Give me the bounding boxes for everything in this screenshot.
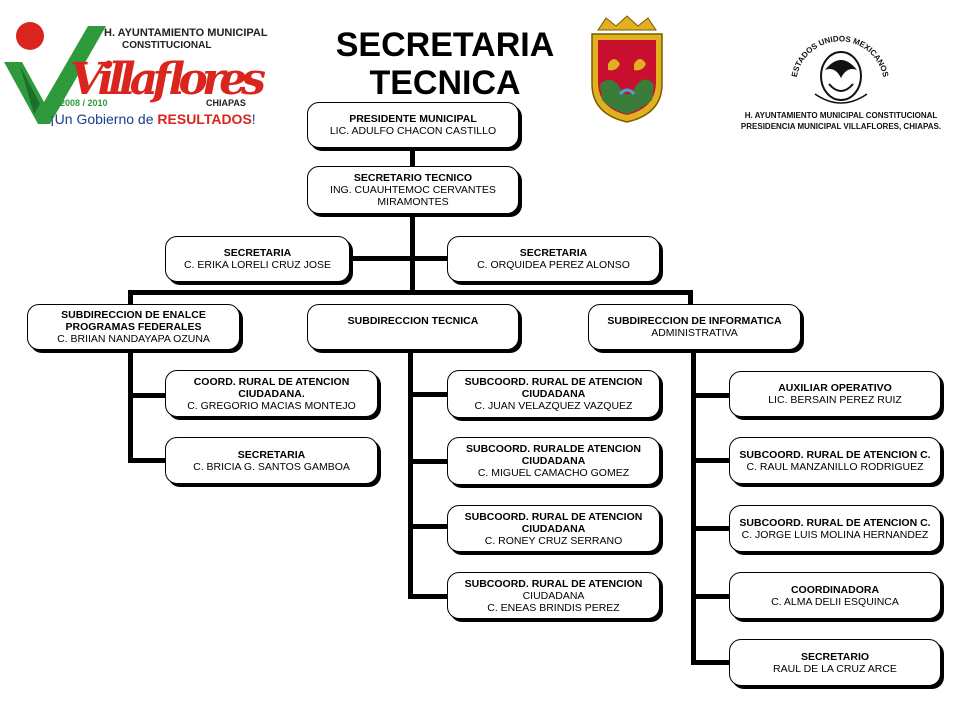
logo-state: CHIAPAS [206, 98, 246, 108]
org-box-secretaria-bricia: SECRETARIA C. BRICIA G. SANTOS GAMBOA [165, 437, 378, 484]
secretaria-bricia-title: SECRETARIA [237, 448, 306, 461]
subcoord-4-name: C. ENEAS BRINDIS PEREZ [487, 601, 620, 614]
coordinadora-name: C. ALMA DELII ESQUINCA [771, 595, 899, 608]
connector-secretario-raul [691, 660, 733, 665]
connector-coord-rural [128, 393, 168, 398]
org-box-subcoord-4: SUBCOORD. RURAL DE ATENCION CIUDADANA C.… [447, 572, 660, 619]
subcoord-4-title-line2: CIUDADANA [522, 589, 585, 602]
connector-tecnica-vertical [408, 350, 413, 598]
subcoord-4-title-line1: SUBCOORD. RURAL DE ATENCION [464, 577, 643, 590]
connector-secretaria-bricia [128, 458, 168, 463]
secretario-title: SECRETARIO TECNICO [353, 172, 473, 184]
municipal-header-line1: H. AYUNTAMIENTO MUNICIPAL CONSTITUCIONAL [744, 111, 938, 120]
org-box-coord-rural: COORD. RURAL DE ATENCION CIUDADANA. C. G… [165, 370, 378, 417]
subcoord-3-name: C. RONEY CRUZ SERRANO [484, 534, 623, 547]
presidente-title: PRESIDENTE MUNICIPAL [349, 113, 477, 125]
sub-enlace-title-line1: SUBDIRECCION DE ENALCE [61, 309, 206, 321]
connector-subcoord-5 [691, 458, 733, 463]
connector-informatica-vertical [691, 350, 696, 665]
org-box-sub-informatica: SUBDIRECCION DE INFORMATICA ADMINISTRATI… [588, 304, 801, 350]
sub-informatica-title: SUBDIRECCION DE INFORMATICA [607, 315, 782, 327]
connector-subdirecciones [128, 290, 693, 295]
auxiliar-name: LIC. BERSAIN PEREZ RUIZ [768, 394, 902, 406]
connector-auxiliar [691, 393, 733, 398]
connector-subcoord-2 [408, 459, 450, 464]
presidente-name: LIC. ADULFO CHACON CASTILLO [329, 125, 497, 137]
subcoord-6-title: SUBCOORD. RURAL DE ATENCION C. [739, 516, 931, 529]
chiapas-shield-icon [586, 14, 668, 124]
page-title: SECRETARIA TECNICA [330, 26, 560, 102]
municipal-header: H. AYUNTAMIENTO MUNICIPAL CONSTITUCIONAL… [728, 110, 954, 132]
title-line1: SECRETARIA [335, 26, 555, 64]
logo-years: 2008 / 2010 [60, 98, 108, 108]
subcoord-3-title-line2: CIUDADANA [521, 522, 586, 535]
secretario-raul-name: RAUL DE LA CRUZ ARCE [773, 662, 897, 675]
org-box-sub-enlace: SUBDIRECCION DE ENALCE PROGRAMAS FEDERAL… [27, 304, 240, 350]
connector-subcoord-3 [408, 524, 450, 529]
secretario-raul-title: SECRETARIO [800, 650, 870, 663]
coord-rural-title-line1: COORD. RURAL DE ATENCION [193, 375, 350, 388]
org-box-auxiliar: AUXILIAR OPERATIVO LIC. BERSAIN PEREZ RU… [729, 371, 941, 417]
sub-enlace-name: C. BRIIAN NANDAYAPA OZUNA [57, 333, 210, 345]
subcoord-6-name: C. JORGE LUIS MOLINA HERNANDEZ [741, 528, 929, 541]
connector-enlace-vertical [128, 348, 133, 462]
secretaria-right-name: C. ORQUIDEA PEREZ ALONSO [477, 259, 630, 271]
title-line2: TECNICA [369, 64, 521, 102]
org-box-sub-tecnica: SUBDIRECCION TECNICA [307, 304, 519, 350]
auxiliar-title: AUXILIAR OPERATIVO [778, 382, 892, 394]
subcoord-2-title-line2: CIUDADANA [521, 455, 586, 467]
coordinadora-title: COORDINADORA [790, 583, 880, 596]
coord-rural-title-line2: CIUDADANA. [238, 387, 305, 400]
sub-informatica-name: ADMINISTRATIVA [651, 327, 738, 339]
mexico-seal-icon: ESTADOS UNIDOS MEXICANOS [785, 14, 895, 114]
secretaria-left-title: SECRETARIA [223, 247, 292, 259]
logo-brand: Villaflores [70, 54, 266, 105]
logo-slogan: ¡Un Gobierno de RESULTADOS! [50, 111, 256, 127]
coord-rural-name: C. GREGORIO MACIAS MONTEJO [187, 399, 356, 412]
sub-tecnica-title: SUBDIRECCION TECNICA [347, 315, 479, 327]
org-box-secretaria-left: SECRETARIA C. ERIKA LORELI CRUZ JOSE [165, 236, 350, 282]
subcoord-2-name: C. MIGUEL CAMACHO GOMEZ [477, 467, 630, 479]
connector-subcoord-6 [691, 526, 733, 531]
subcoord-1-title-line1: SUBCOORD. RURAL DE ATENCION [464, 376, 643, 388]
subcoord-5-name: C. RAUL MANZANILLO RODRIGUEZ [746, 460, 924, 473]
sub-enlace-title-line2: PROGRAMAS FEDERALES [65, 321, 202, 333]
secretaria-right-title: SECRETARIA [519, 247, 588, 259]
municipal-header-line2: PRESIDENCIA MUNICIPAL VILLAFLORES, CHIAP… [740, 122, 942, 131]
connector-secretarias [348, 256, 450, 261]
org-box-subcoord-6: SUBCOORD. RURAL DE ATENCION C. C. JORGE … [729, 505, 941, 552]
org-box-subcoord-3: SUBCOORD. RURAL DE ATENCION CIUDADANA C.… [447, 505, 660, 552]
subcoord-1-name: C. JUAN VELAZQUEZ VAZQUEZ [474, 400, 633, 412]
org-box-subcoord-5: SUBCOORD. RURAL DE ATENCION C. C. RAUL M… [729, 437, 941, 484]
villaflores-logo: H. AYUNTAMIENTO MUNICIPAL CONSTITUCIONAL… [0, 0, 280, 140]
logo-header-line2: CONSTITUCIONAL [122, 40, 211, 51]
connector-subcoord-4 [408, 594, 450, 599]
org-box-subcoord-2: SUBCOORD. RURALDE ATENCION CIUDADANA C. … [447, 437, 660, 485]
logo-header-line1: H. AYUNTAMIENTO MUNICIPAL [104, 27, 268, 39]
org-box-presidente: PRESIDENTE MUNICIPAL LIC. ADULFO CHACON … [307, 102, 519, 148]
subcoord-2-title-line1: SUBCOORD. RURALDE ATENCION [466, 443, 641, 455]
connector-trunk [410, 146, 415, 294]
org-box-secretario-tecnico: SECRETARIO TECNICO ING. CUAUHTEMOC CERVA… [307, 166, 519, 214]
subcoord-1-title-line2: CIUDADANA [521, 388, 586, 400]
connector-subcoord-1 [408, 392, 450, 397]
org-box-secretario-raul: SECRETARIO RAUL DE LA CRUZ ARCE [729, 639, 941, 686]
secretario-name-line1: ING. CUAUHTEMOC CERVANTES [330, 184, 496, 196]
secretaria-bricia-name: C. BRICIA G. SANTOS GAMBOA [193, 460, 350, 473]
org-box-coordinadora: COORDINADORA C. ALMA DELII ESQUINCA [729, 572, 941, 619]
subcoord-5-title: SUBCOORD. RURAL DE ATENCION C. [739, 448, 931, 461]
connector-coordinadora [691, 594, 733, 599]
subcoord-3-title-line1: SUBCOORD. RURAL DE ATENCION [464, 510, 643, 523]
org-box-secretaria-right: SECRETARIA C. ORQUIDEA PEREZ ALONSO [447, 236, 660, 282]
secretario-name-line2: MIRAMONTES [377, 196, 449, 208]
secretaria-left-name: C. ERIKA LORELI CRUZ JOSE [183, 259, 332, 271]
org-box-subcoord-1: SUBCOORD. RURAL DE ATENCION CIUDADANA C.… [447, 370, 660, 418]
